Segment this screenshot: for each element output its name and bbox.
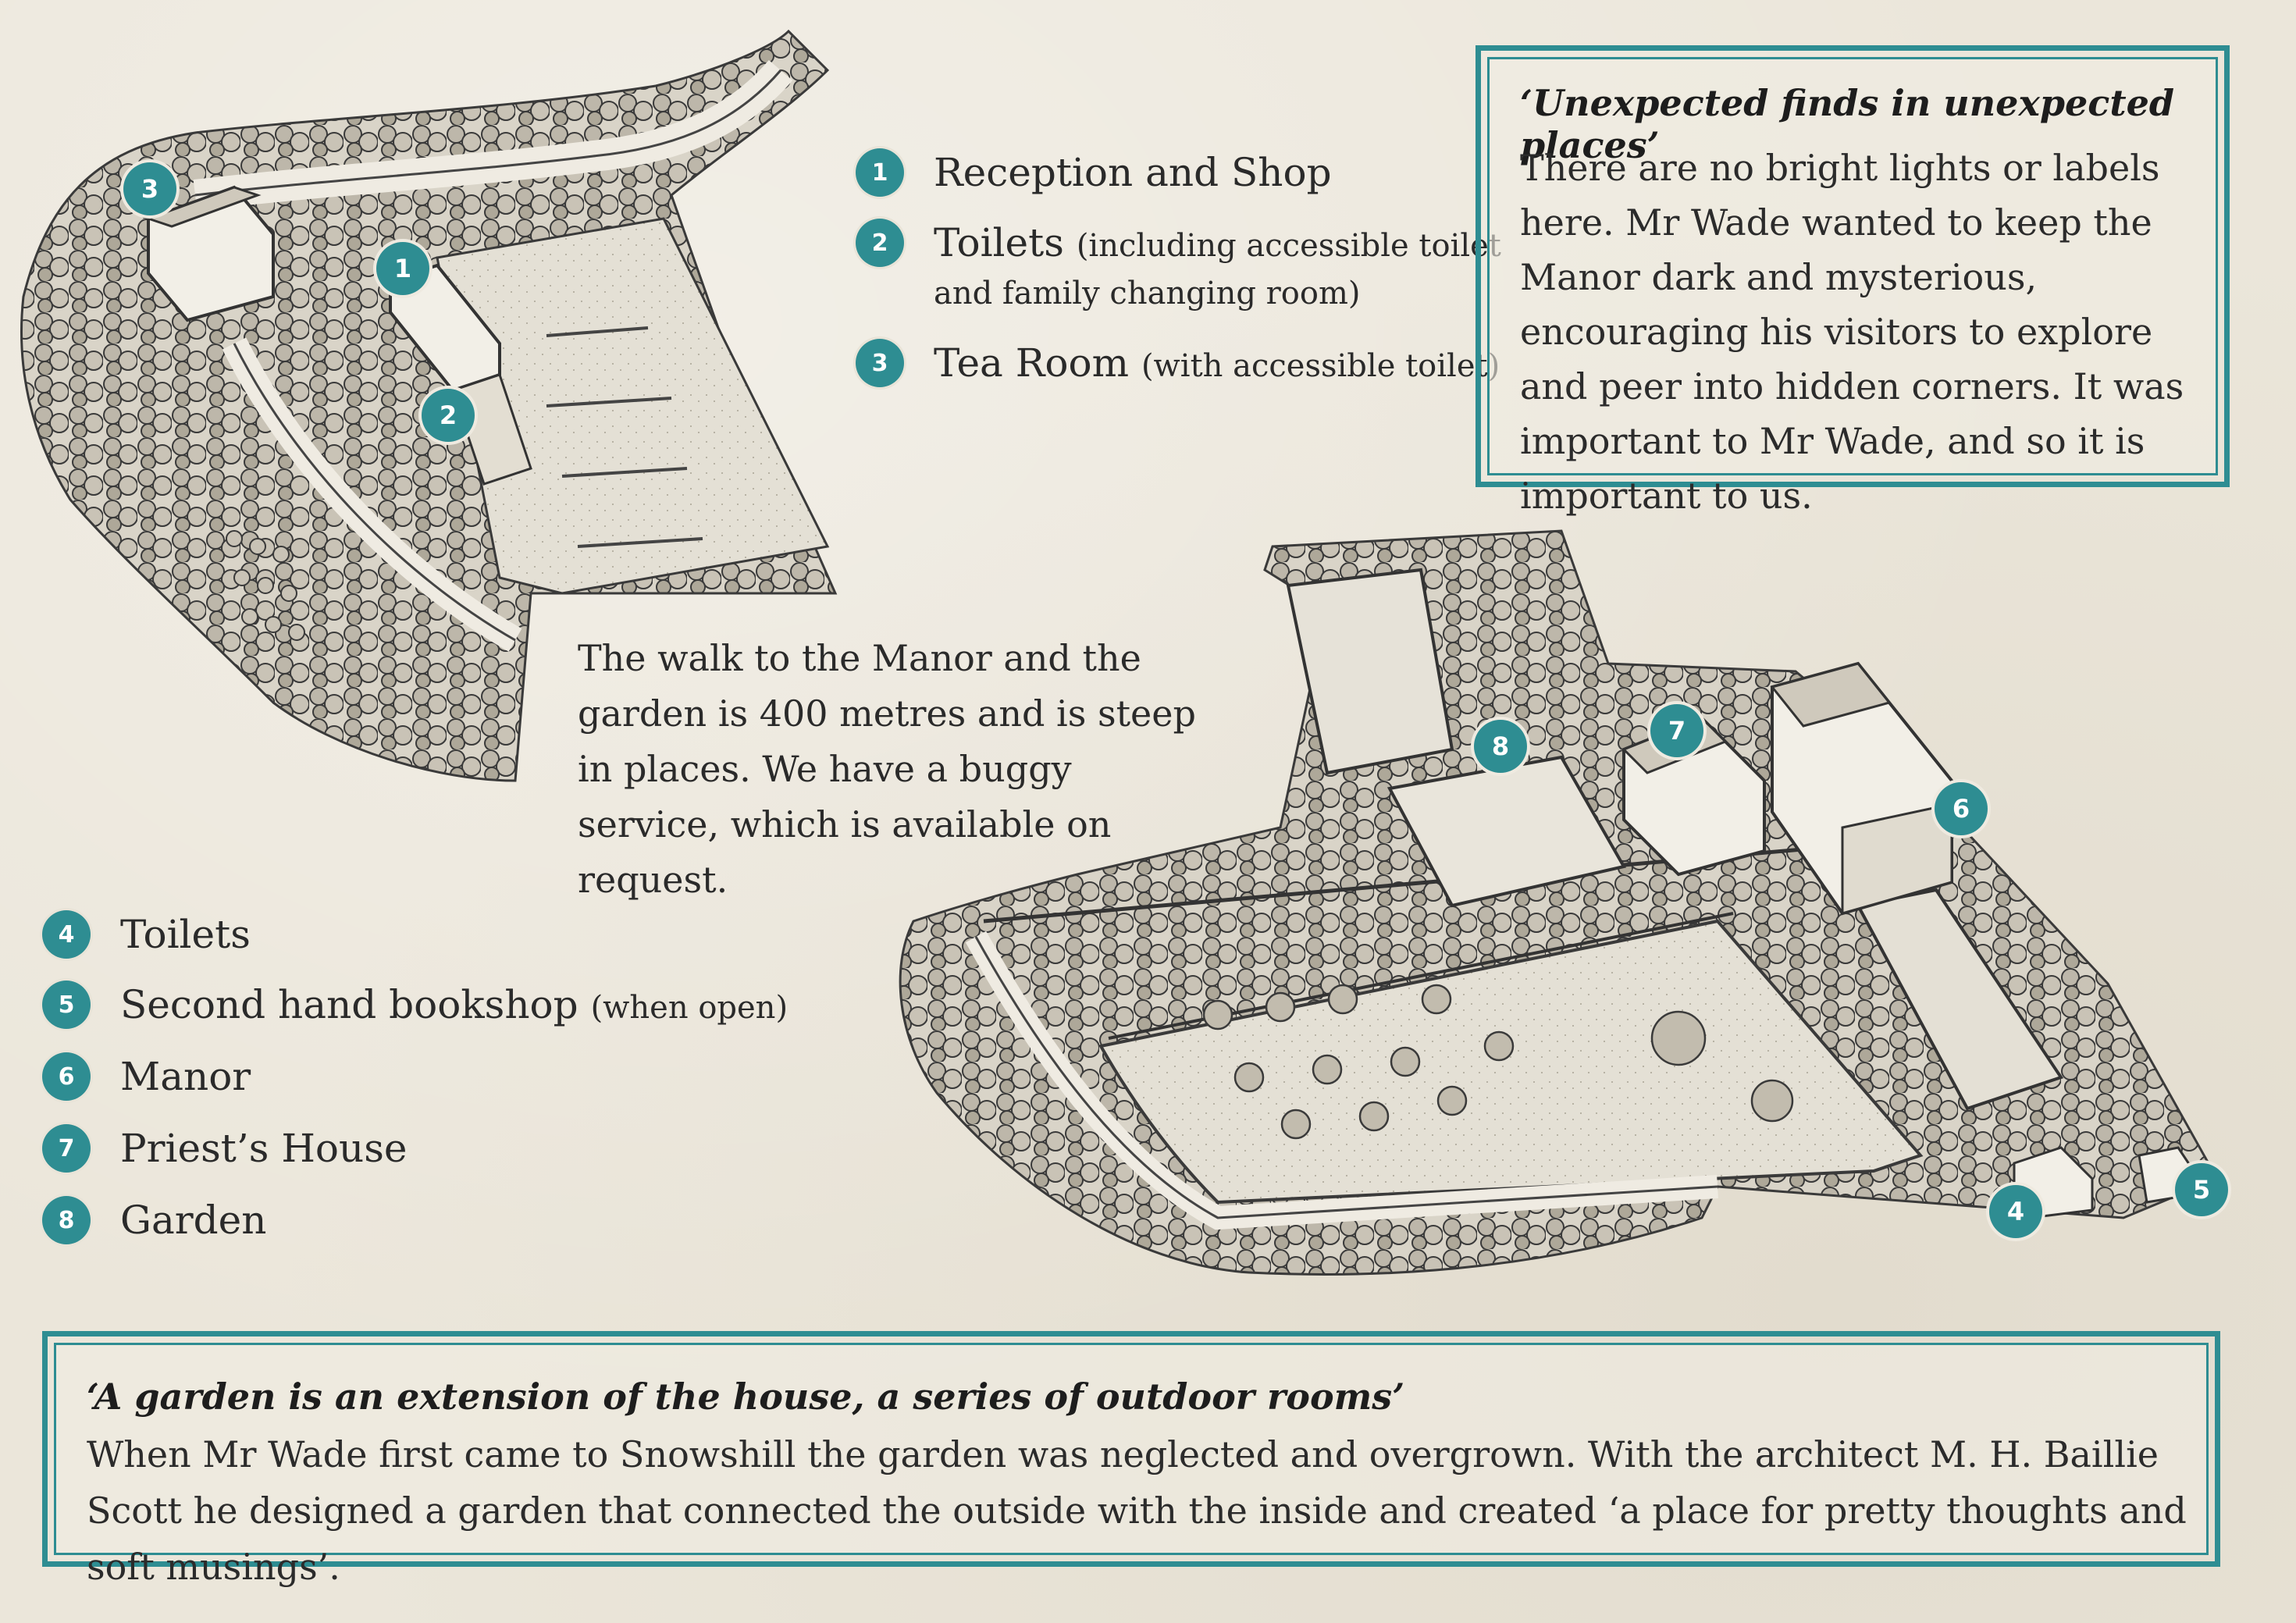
legend-text: Toilets	[934, 220, 1064, 265]
map-marker-tea-room[interactable]: 3	[123, 162, 176, 215]
map-marker-manor[interactable]: 6	[1935, 782, 1988, 835]
legend-text: Manor	[120, 1054, 251, 1099]
legend-text: Toilets	[120, 912, 251, 957]
legend-label: Priest’s House	[120, 1126, 407, 1171]
legend-text: Tea Room	[934, 340, 1130, 386]
legend-badge: 8	[42, 1196, 91, 1244]
legend-label: Second hand bookshop (when open)	[120, 982, 788, 1030]
legend-note: (with accessible toilet)	[1141, 348, 1500, 384]
legend-badge: 3	[856, 339, 904, 387]
legend-text: Garden	[120, 1198, 267, 1243]
legend-text: Reception and Shop	[934, 150, 1332, 195]
legend-note: (including accessible toilet	[1076, 228, 1501, 264]
map-marker-toilets-reception[interactable]: 2	[422, 389, 475, 442]
map-marker-bookshop[interactable]: 5	[2175, 1163, 2228, 1216]
box-body: There are no bright lights or labels her…	[1520, 147, 2184, 517]
unexpected-finds-box: ‘Unexpected finds in unexpected places’ …	[1475, 45, 2230, 517]
box-body: When Mr Wade first came to Snowshill the…	[87, 1433, 2187, 1588]
legend-text: Second hand bookshop	[120, 982, 578, 1027]
map-marker-priests-house[interactable]: 7	[1650, 704, 1703, 757]
garden-extension-box: ‘A garden is an extension of the house, …	[42, 1331, 2220, 1588]
legend-subnote: and family changing room)	[934, 276, 1361, 311]
box-inner-border	[1487, 57, 2218, 475]
map-marker-toilets-garden[interactable]: 4	[1989, 1185, 2042, 1238]
legend-text: Priest’s House	[120, 1126, 408, 1171]
legend-label: Manor	[120, 1054, 251, 1099]
legend-note: (when open)	[590, 990, 788, 1026]
map-marker-reception-shop[interactable]: 1	[376, 242, 429, 295]
legend-label: Toilets	[120, 912, 251, 957]
legend-badge: 5	[42, 981, 91, 1029]
box-title: ‘Unexpected finds in unexpected places’	[1520, 82, 2174, 166]
map-marker-garden[interactable]: 8	[1474, 720, 1527, 773]
legend-label: Tea Room (with accessible toilet)	[934, 340, 1500, 389]
legend-label: Toilets (including accessible toilet and…	[934, 220, 1501, 319]
legend-badge: 6	[42, 1052, 91, 1101]
box-title: ‘A garden is an extension of the house, …	[87, 1376, 1405, 1418]
legend-badge: 2	[856, 219, 904, 267]
walk-distance-note: The walk to the Manor and the garden is …	[578, 637, 1196, 901]
legend-badge: 1	[856, 148, 904, 197]
legend-label: Garden	[120, 1198, 266, 1243]
legend-badge: 4	[42, 910, 91, 959]
legend-badge: 7	[42, 1124, 91, 1173]
legend-label: Reception and Shop	[934, 150, 1332, 195]
box-inner-border	[54, 1343, 2209, 1555]
